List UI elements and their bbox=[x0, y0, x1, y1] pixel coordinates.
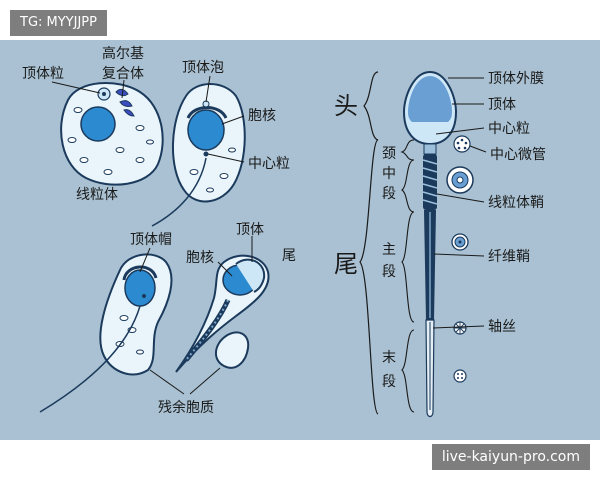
cross-section-centriole bbox=[454, 136, 470, 152]
label-acrosome-vesicle: 顶体泡 bbox=[182, 60, 224, 76]
label-nucleus-lower: 胞核 bbox=[186, 250, 214, 266]
label-mito-sheath: 线粒体鞘 bbox=[488, 195, 544, 211]
cross-section-fiber-sheath bbox=[452, 234, 468, 250]
label-tail: 尾 bbox=[334, 250, 358, 278]
label-acrosome-granule: 顶体粒 bbox=[22, 66, 64, 82]
label-principal-2: 段 bbox=[382, 264, 396, 280]
label-acrosome-membrane: 顶体外膜 bbox=[488, 71, 544, 87]
label-axoneme: 轴丝 bbox=[488, 319, 516, 335]
cross-section-end-piece bbox=[454, 370, 466, 382]
cross-section-mito-sheath bbox=[447, 167, 473, 193]
label-neck: 颈 bbox=[382, 146, 396, 162]
label-fiber-sheath: 纤维鞘 bbox=[488, 249, 530, 265]
label-centriole-tubule: 中心微管 bbox=[490, 147, 546, 163]
watermark-bottom-right: live-kaiyun-pro.com bbox=[432, 444, 590, 470]
label-end-1: 末 bbox=[382, 350, 396, 366]
label-middle-2: 段 bbox=[382, 186, 396, 202]
watermark-top-left: TG: MYYJJPP bbox=[10, 10, 107, 36]
label-acrosome-lower: 顶体 bbox=[236, 222, 264, 238]
spermatid-stage-1 bbox=[61, 83, 163, 185]
label-centriole-right: 中心粒 bbox=[488, 121, 530, 137]
label-end-2: 段 bbox=[382, 374, 396, 390]
label-tail-lower: 尾 bbox=[282, 248, 296, 264]
label-centriole-top: 中心粒 bbox=[248, 156, 290, 172]
label-mitochondria: 线粒体 bbox=[76, 187, 118, 203]
label-acrosome-cap: 顶体帽 bbox=[130, 232, 172, 248]
label-middle-1: 中 bbox=[382, 166, 396, 182]
cross-section-axoneme bbox=[454, 322, 466, 334]
label-residual-body: 残余胞质 bbox=[158, 399, 214, 416]
label-head: 头 bbox=[334, 92, 358, 120]
label-golgi-1: 高尔基 bbox=[102, 45, 144, 62]
label-acrosome: 顶体 bbox=[488, 97, 516, 113]
label-principal-1: 主 bbox=[382, 242, 396, 258]
label-nucleus-top: 胞核 bbox=[248, 108, 276, 124]
label-golgi-2: 复合体 bbox=[102, 65, 144, 82]
